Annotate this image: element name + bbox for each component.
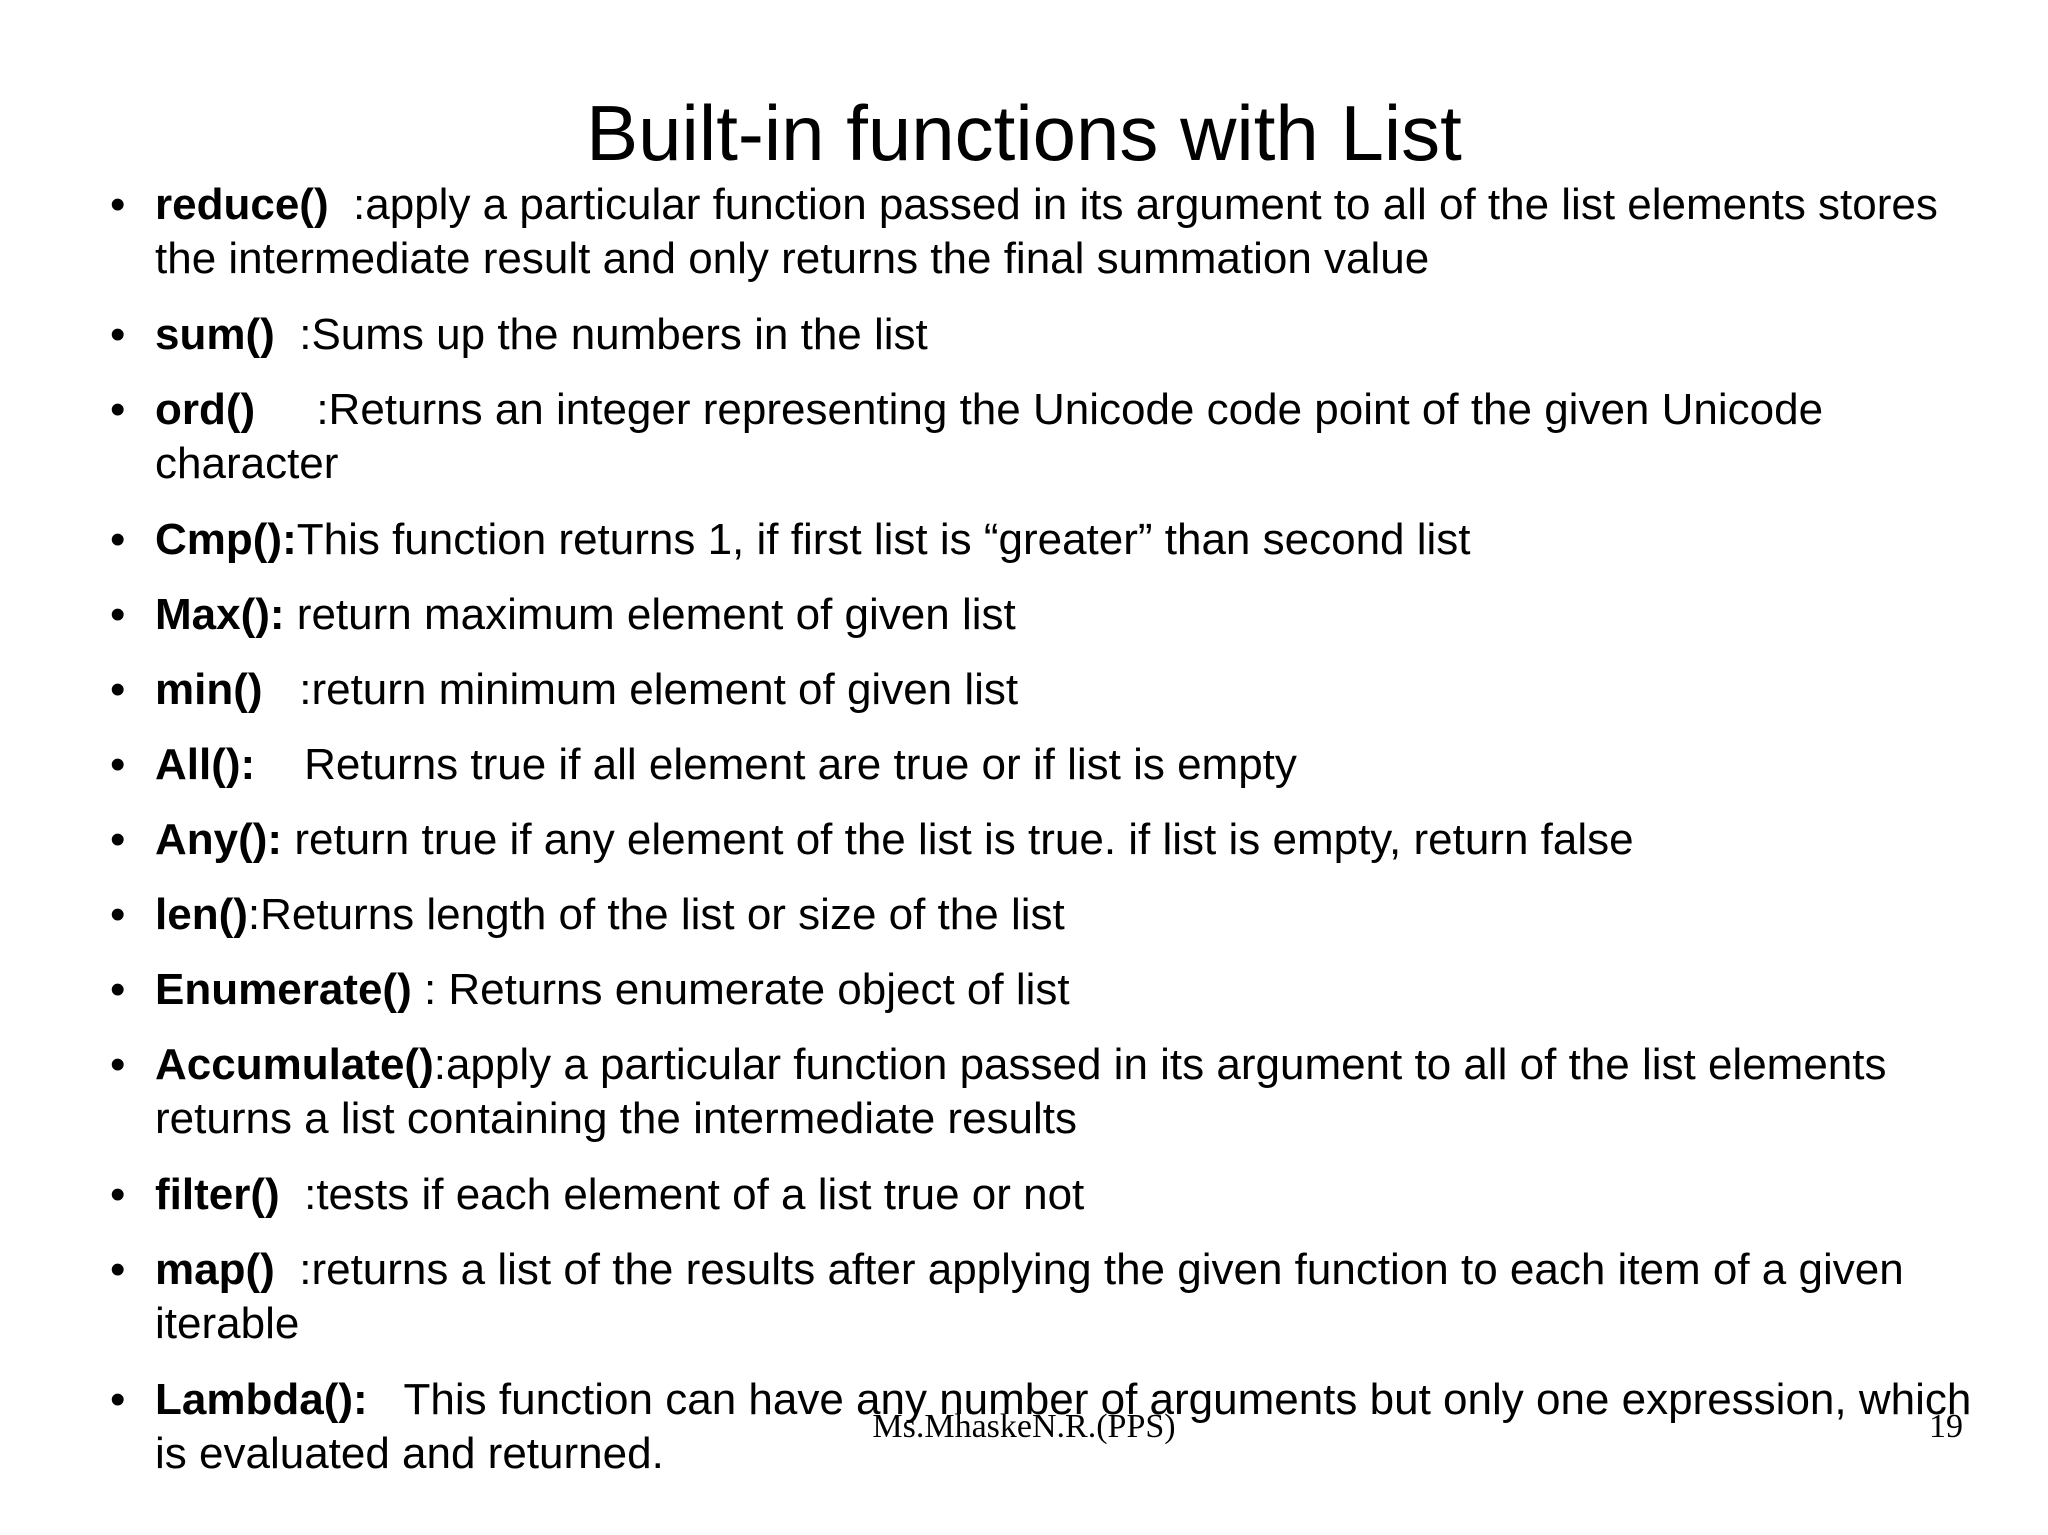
bullet-marker: • xyxy=(110,1040,126,1089)
function-name: reduce() xyxy=(155,180,329,229)
function-description: : Returns enumerate object of list xyxy=(423,965,1070,1014)
list-item-text: len():Returns length of the list or size… xyxy=(155,888,1990,942)
list-item: • map() :returns a list of the results a… xyxy=(110,1243,1990,1351)
list-item-text: Lambda(): This function can have any num… xyxy=(155,1373,1990,1481)
list-item-text: map() :returns a list of the results aft… xyxy=(155,1243,1990,1351)
function-name: Lambda(): xyxy=(155,1375,368,1424)
separator xyxy=(275,1245,299,1294)
function-description: :Sums up the numbers in the list xyxy=(299,310,928,359)
function-description: :return minimum element of given list xyxy=(299,665,1019,714)
separator xyxy=(412,965,424,1014)
bullet-marker: • xyxy=(110,665,126,714)
function-name: Enumerate() xyxy=(155,965,412,1014)
list-item-text: filter() :tests if each element of a lis… xyxy=(155,1168,1990,1222)
list-item: • len():Returns length of the list or si… xyxy=(110,888,1990,942)
bullet-marker: • xyxy=(110,1245,126,1294)
separator xyxy=(255,385,316,434)
list-item-text: Enumerate() : Returns enumerate object o… xyxy=(155,963,1990,1017)
function-description: return maximum element of given list xyxy=(296,590,1016,639)
function-name: min() xyxy=(155,665,263,714)
bullet-marker: • xyxy=(110,965,126,1014)
function-description: :returns a list of the results after app… xyxy=(155,1245,1916,1348)
bullet-marker: • xyxy=(110,515,126,564)
function-name: len() xyxy=(155,890,248,939)
function-description: This function returns 1, if first list i… xyxy=(296,515,1471,564)
bullet-marker: • xyxy=(110,180,126,229)
bullet-marker: • xyxy=(110,1170,126,1219)
separator xyxy=(282,815,294,864)
function-description: :tests if each element of a list true or… xyxy=(304,1170,1085,1219)
list-item-text: ord() :Returns an integer representing t… xyxy=(155,383,1990,491)
bullet-marker: • xyxy=(110,1375,126,1424)
list-item: • min() :return minimum element of given… xyxy=(110,663,1990,717)
list-item-text: Accumulate():apply a particular function… xyxy=(155,1038,1990,1146)
bullet-marker: • xyxy=(110,590,126,639)
list-item-text: reduce() :apply a particular function pa… xyxy=(155,178,1990,286)
list-item: • ord() :Returns an integer representing… xyxy=(110,383,1990,491)
function-name: Cmp(): xyxy=(155,515,297,564)
list-item: • Enumerate() : Returns enumerate object… xyxy=(110,963,1990,1017)
function-description: :apply a particular function passed in i… xyxy=(155,1040,1899,1143)
list-item-text: All(): Returns true if all element are t… xyxy=(155,738,1990,792)
function-name: All(): xyxy=(155,740,256,789)
footer-author: Ms.MhaskeN.R.(PPS) xyxy=(872,1408,1176,1445)
bullet-marker: • xyxy=(110,740,126,789)
list-item: • Any(): return true if any element of t… xyxy=(110,813,1990,867)
list-item-text: min() :return minimum element of given l… xyxy=(155,663,1990,717)
list-item: • Accumulate():apply a particular functi… xyxy=(110,1038,1990,1146)
bullet-marker: • xyxy=(110,890,126,939)
list-item: • Max(): return maximum element of given… xyxy=(110,588,1990,642)
list-item: • filter() :tests if each element of a l… xyxy=(110,1168,1990,1222)
list-item: • reduce() :apply a particular function … xyxy=(110,178,1990,286)
function-description: :apply a particular function passed in i… xyxy=(155,180,1951,283)
list-item: • Cmp():This function returns 1, if firs… xyxy=(110,513,1990,567)
function-description: :Returns an integer representing the Uni… xyxy=(155,385,1836,488)
slide-title: Built-in functions with List xyxy=(586,89,1462,177)
separator xyxy=(275,310,299,359)
bullet-marker: • xyxy=(110,385,126,434)
function-name: Accumulate() xyxy=(155,1040,434,1089)
list-item-text: sum() :Sums up the numbers in the list xyxy=(155,308,1990,362)
separator xyxy=(285,590,297,639)
function-name: ord() xyxy=(155,385,256,434)
bullet-marker: • xyxy=(110,310,126,359)
function-name: Any(): xyxy=(155,815,283,864)
function-name: map() xyxy=(155,1245,275,1294)
list-item: • sum() :Sums up the numbers in the list xyxy=(110,308,1990,362)
bullet-marker: • xyxy=(110,815,126,864)
list-item-text: Max(): return maximum element of given l… xyxy=(155,588,1990,642)
function-name: Max(): xyxy=(155,590,285,639)
function-description: :Returns length of the list or size of t… xyxy=(247,890,1065,939)
separator xyxy=(263,665,300,714)
list-item-text: Cmp():This function returns 1, if first … xyxy=(155,513,1990,567)
separator xyxy=(280,1170,304,1219)
separator xyxy=(255,740,304,789)
function-description: This function can have any number of arg… xyxy=(155,1375,1984,1478)
list-item-text: Any(): return true if any element of the… xyxy=(155,813,1990,867)
list-item: • All(): Returns true if all element are… xyxy=(110,738,1990,792)
function-name: filter() xyxy=(155,1170,280,1219)
slide-number: 19 xyxy=(1929,1408,1963,1445)
function-description: Returns true if all element are true or … xyxy=(304,740,1297,789)
list-item: • Lambda(): This function can have any n… xyxy=(110,1373,1990,1481)
function-description: return true if any element of the list i… xyxy=(294,815,1634,864)
function-name: sum() xyxy=(155,310,275,359)
separator xyxy=(329,180,353,229)
